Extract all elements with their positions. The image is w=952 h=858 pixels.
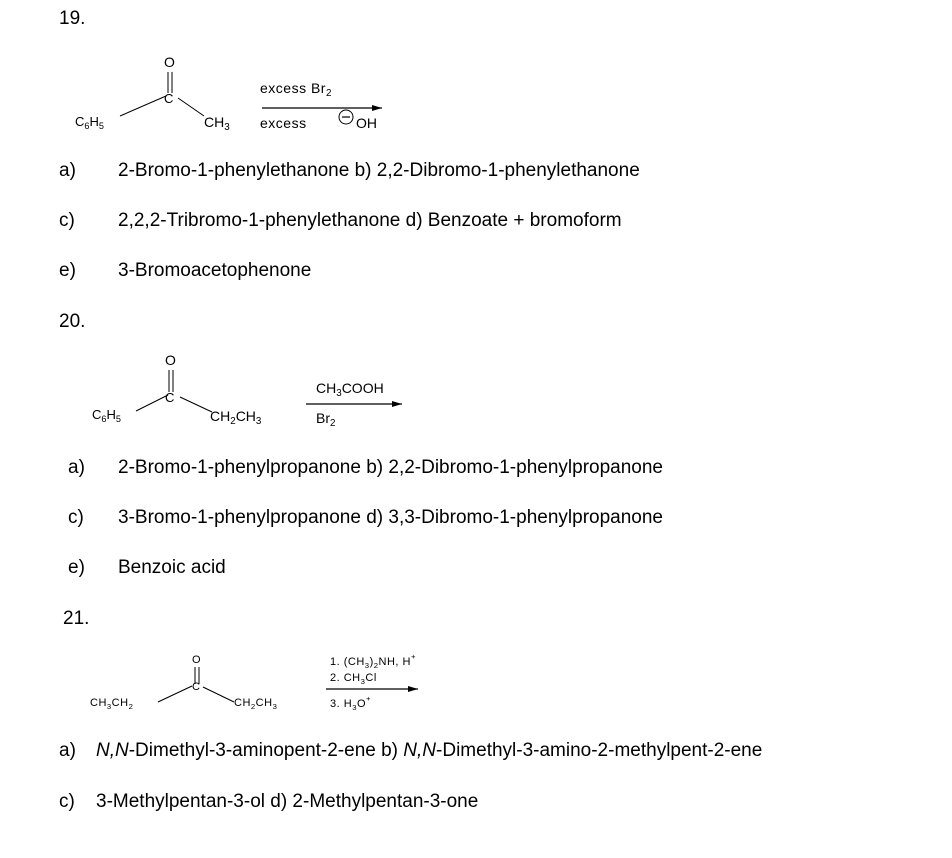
q20-option-a-letter: a)	[68, 457, 85, 478]
q19-reagent-hydroxide-prefix: excess	[260, 115, 307, 131]
q20-option-e-text: Benzoic acid	[118, 557, 226, 578]
q19-phenyl-group: C6H5	[75, 114, 104, 131]
q21-right-ethyl-group: CH2CH3	[234, 697, 278, 711]
q19-option-c-letter: c)	[59, 210, 75, 231]
q21-carbonyl-carbon: C	[192, 681, 200, 693]
q20-option-e-letter: e)	[68, 557, 85, 578]
q21-option-a-italic: N,N	[96, 740, 129, 761]
q19-carbonyl-oxygen-label: O	[164, 54, 175, 70]
q19-reagent-hydroxide: OH	[356, 115, 377, 131]
q19-option-a-letter: a)	[59, 160, 76, 181]
q21-left-ethyl-group: CH3CH2	[90, 697, 134, 711]
q19-carbonyl-carbon: C	[164, 91, 174, 106]
q19-reagent-bromine: excess Br2	[260, 80, 332, 99]
q21-reagent-step-1: 1. (CH3)2NH, H+	[330, 652, 416, 670]
q21-reagent-step-3: 3. H3O+	[330, 694, 372, 712]
question-number-19: 19.	[59, 8, 86, 29]
q20-carbonyl-carbon: C	[165, 390, 175, 405]
q21-option-a-rest: -Dimethyl-3-aminopent-2-ene b)	[128, 740, 404, 761]
q19-methyl-group: CH3	[204, 114, 230, 133]
q19-option-e-text: 3-Bromoacetophenone	[118, 260, 312, 281]
q21-option-b-italic: N,N	[403, 740, 437, 761]
q20-reagent-bromine: Br2	[316, 410, 336, 429]
q19-option-a-text: 2-Bromo-1-phenylethanone b) 2,2-Dibromo-…	[118, 160, 640, 181]
q21-option-a-text: N,N-Dimethyl-3-aminopent-2-ene b) N,N-Di…	[96, 740, 762, 762]
q21-option-c-letter: c)	[59, 791, 75, 812]
q21-carbonyl-oxygen: O	[192, 654, 201, 666]
q20-carbonyl-oxygen: O	[165, 352, 176, 368]
q19-option-c-text: 2,2,2-Tribromo-1-phenylethanone d) Benzo…	[118, 210, 622, 231]
q20-option-c-letter: c)	[68, 507, 84, 528]
q19-option-e-letter: e)	[59, 260, 76, 281]
q20-option-c-text: 3-Bromo-1-phenylpropanone d) 3,3-Dibromo…	[118, 507, 663, 528]
question-number-21: 21.	[63, 608, 90, 629]
hydroxide-negative-charge-icon	[338, 109, 354, 125]
question-number-20: 20.	[59, 311, 86, 332]
q20-ethyl-group: CH2CH3	[210, 408, 262, 427]
q21-option-a-letter: a)	[59, 740, 76, 761]
q21-option-c-text: 3-Methylpentan-3-ol d) 2-Methylpentan-3-…	[96, 791, 479, 812]
q20-reagent-acetic-acid: CH3COOH	[316, 380, 384, 399]
q21-reagent-step-2: 2. CH3Cl	[330, 672, 377, 686]
q21-option-b-rest: -Dimethyl-3-amino-2-methylpent-2-ene	[436, 740, 763, 761]
q20-option-a-text: 2-Bromo-1-phenylpropanone b) 2,2-Dibromo…	[118, 457, 663, 478]
q20-phenyl-group: C6H5	[92, 407, 121, 424]
